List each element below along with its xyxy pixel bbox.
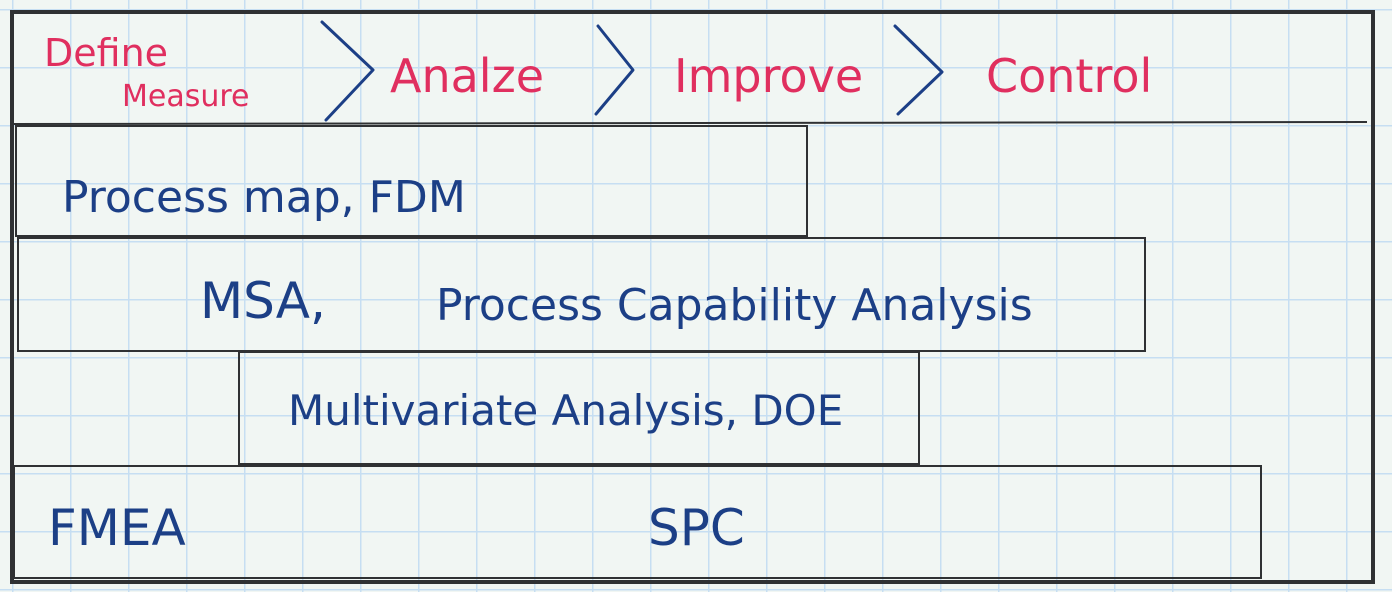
phase-control-label: Control: [986, 49, 1152, 103]
chevron-right-icon: [320, 20, 375, 122]
msa-label: MSA,: [200, 272, 326, 330]
process-map-box: [15, 125, 808, 237]
fmea-label: FMEA: [48, 499, 186, 557]
multivariate-label: Multivariate Analysis, DOE: [288, 386, 843, 435]
chevron-right-icon: [893, 24, 944, 116]
header-divider: [13, 121, 1368, 125]
fmea-spc-box: [13, 465, 1262, 579]
phase-improve-label: Improve: [674, 49, 863, 103]
phase-analyze-label: Analze: [390, 49, 544, 103]
multivariate-box: [238, 351, 920, 465]
chevron-right-icon: [594, 24, 635, 116]
diagram-frame: [10, 10, 1375, 584]
spc-label: SPC: [648, 499, 745, 557]
process-map-label: Process map, FDM: [62, 172, 466, 223]
phase-measure-label: Measure: [122, 79, 250, 114]
capability-label: Process Capability Analysis: [436, 280, 1033, 331]
phase-define-label: Define: [44, 31, 168, 75]
